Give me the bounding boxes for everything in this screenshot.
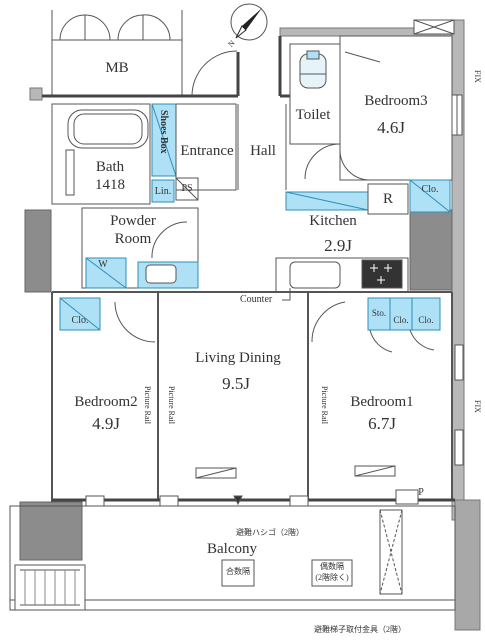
fix-label-top: FIX [473, 70, 482, 83]
picture-rail-living: Picture Rail [167, 386, 176, 424]
wall-right-bottom [454, 499, 481, 631]
lin-label: Lin. [154, 186, 172, 197]
partition-2-line2: (2階除く) [315, 573, 349, 582]
bath-size: 1418 [95, 177, 125, 193]
partition-1-label: 合数隔 [226, 567, 250, 576]
p-label: P [418, 487, 424, 498]
refrigerator-label: R [382, 191, 394, 207]
pipe-space [175, 177, 199, 201]
bath-room [51, 103, 151, 205]
bathtub [67, 109, 149, 149]
powder-room-line1: Powder [110, 213, 156, 229]
clo-bedroom1-a-box [389, 297, 413, 331]
shoes-box-label: Shoes Box [158, 110, 169, 154]
living-dining-name: Living Dining [195, 350, 281, 366]
bedroom3-area: 4.6J [377, 118, 405, 137]
clo-bedroom1-a-label: Clo. [393, 315, 409, 325]
linen-closet [151, 179, 175, 203]
stove [361, 259, 403, 289]
toilet-label: Toilet [295, 107, 331, 123]
clo-bedroom3-label: Clo. [421, 184, 439, 195]
entrance-label: Entrance [180, 143, 234, 159]
clo-bedroom1-b-box [411, 297, 441, 331]
escape-hatch [379, 509, 403, 595]
vent-living [195, 467, 237, 479]
partition-panel-2 [311, 559, 353, 587]
mb-label: MB [105, 60, 129, 76]
column-bottom-left [19, 501, 83, 561]
entrance-area [175, 103, 237, 191]
powder-room-line2: Room [114, 231, 152, 247]
refrigerator [367, 183, 409, 215]
sto-label: Sto. [371, 308, 387, 318]
hall-label: Hall [250, 143, 276, 159]
kitchen-sink [289, 261, 341, 289]
north-compass-icon [230, 3, 268, 41]
fix-label-bottom: FIX [473, 400, 482, 413]
bedroom3-name: Bedroom3 [364, 93, 428, 109]
clo-bedroom1-b-label: Clo. [418, 315, 434, 325]
column-right-mid [409, 209, 453, 291]
kitchen-area: 2.9J [324, 236, 352, 255]
ps-label: PS [181, 183, 193, 194]
bedroom1-area: 6.7J [368, 414, 396, 433]
bedroom1-name: Bedroom1 [350, 394, 414, 410]
picture-rail-bedroom2: Picture Rail [143, 386, 152, 424]
column-left [24, 209, 52, 293]
ac-unit [14, 564, 86, 611]
balcony-label: Balcony [207, 541, 257, 557]
partition-panel-1 [221, 559, 255, 587]
bedroom2-name: Bedroom2 [74, 394, 138, 410]
clo-bedroom2-label: Clo. [71, 315, 89, 326]
vent-bedroom1 [354, 465, 396, 477]
window-bedroom1 [454, 344, 464, 381]
escape-ladder-fitting-label: 避難梯子取付金具（2階） [314, 625, 406, 634]
partition-2-line1: 偶数隔 [320, 562, 344, 571]
w-label: W [98, 259, 108, 270]
counter-label: Counter [240, 294, 273, 305]
wall-top-left [29, 87, 43, 101]
escape-ladder-label: 避難ハシゴ（2階） [236, 528, 304, 537]
picture-rail-bedroom1: Picture Rail [320, 386, 329, 424]
bedroom2-area: 4.9J [92, 414, 120, 433]
kitchen-name: Kitchen [309, 213, 357, 229]
living-dining-area: 9.5J [222, 374, 250, 393]
bath-name: Bath [95, 159, 125, 175]
